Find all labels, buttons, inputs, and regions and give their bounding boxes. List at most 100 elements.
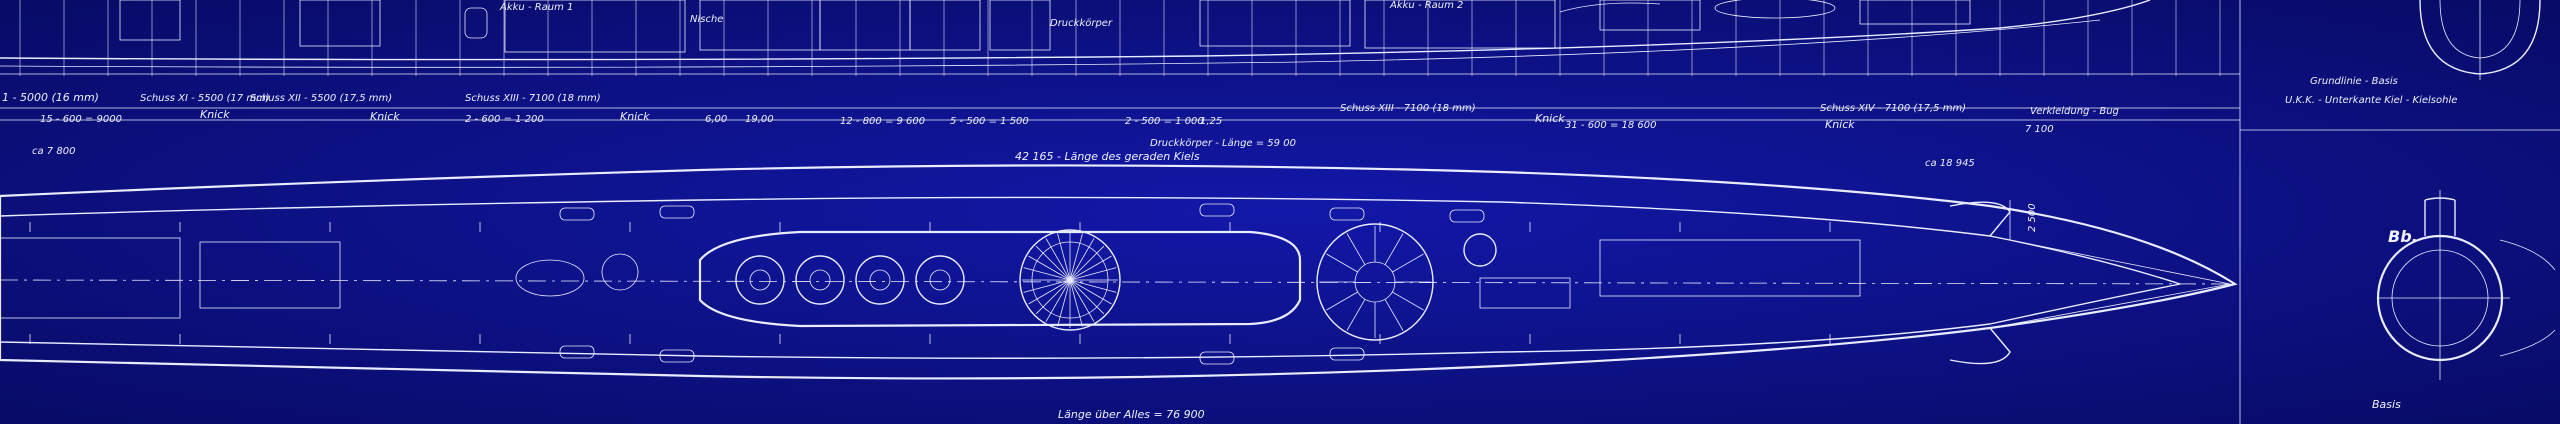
- knick-4: Knick: [1535, 112, 1565, 125]
- gun-spoke: [1069, 238, 1095, 281]
- conning-tower: [698, 230, 1302, 328]
- station-left: ca 7 800: [32, 146, 75, 157]
- dim-2: 2 - 600 = 1 200: [465, 114, 544, 125]
- knick-3: Knick: [620, 110, 650, 123]
- profile-keel-line: [0, 19, 2101, 68]
- tower-circle: [795, 255, 845, 305]
- dim-1: 15 - 600 = 9000: [40, 114, 122, 125]
- compartment: [1199, 0, 1351, 47]
- compartment: [1599, 0, 1701, 31]
- tower-profile: [1559, 2, 1661, 13]
- base-note: Grundlinie - Basis: [2310, 76, 2398, 87]
- aa-spoke: [1326, 253, 1358, 273]
- aa-spoke: [1384, 299, 1404, 331]
- compartment: [299, 0, 381, 47]
- gun-spoke: [1069, 233, 1083, 281]
- section-views: Bb. Basis: [2239, 0, 2560, 424]
- tower-circle-inner: [869, 269, 891, 291]
- scale-note: 1 - 5000 (16 mm): [2, 91, 99, 104]
- profile-hull-line: [0, 0, 2151, 61]
- shot-1-label: Schuss XI - 5500 (17 mm): [140, 93, 270, 104]
- dim-4: 19,00: [745, 114, 774, 125]
- deck-cleat: [559, 345, 595, 359]
- gun-spoke: [1069, 279, 1083, 327]
- battery-room-1: [504, 0, 686, 53]
- compartment-boxes: [119, 0, 1971, 51]
- compartment: [1859, 0, 1971, 25]
- battery-room-2: [1364, 0, 1556, 49]
- gun-spoke: [1069, 279, 1105, 315]
- deck-gun-profile: [1714, 0, 1836, 19]
- plan-view: Länge über Alles = 76 900 2 500: [0, 164, 2238, 421]
- compartment: [119, 0, 181, 41]
- deck-cleat: [1199, 351, 1235, 365]
- gun-spoke: [1023, 267, 1071, 281]
- deck-cleat: [659, 205, 695, 219]
- gun-spoke: [1069, 267, 1117, 281]
- gun-spoke: [1045, 279, 1071, 322]
- gun-spoke: [1028, 255, 1071, 281]
- label-akku-1: Akku - Raum 1: [499, 2, 573, 13]
- stern-machinery: [0, 237, 181, 319]
- bow-outline: [1989, 235, 2231, 329]
- section-base: Basis: [2372, 398, 2401, 411]
- dim-7: 2 - 500 = 1 000: [1125, 116, 1204, 127]
- deck-cleat: [1199, 203, 1235, 217]
- dim-8: 1,25: [1200, 116, 1222, 127]
- dim-5: 12 - 800 = 9 600: [840, 116, 925, 127]
- tower-circle: [735, 255, 785, 305]
- tower-circle-inner: [929, 269, 951, 291]
- gun-spoke: [1045, 238, 1071, 281]
- aa-spoke: [1346, 233, 1366, 265]
- galley-hatch: [515, 259, 585, 297]
- deck-cleat: [1329, 347, 1365, 361]
- aa-spoke: [1392, 291, 1424, 311]
- gun-ring: [1019, 229, 1121, 331]
- torpedo-deck: [1599, 239, 1861, 297]
- aa-ring: [1316, 223, 1434, 341]
- deck-fittings: [29, 203, 1831, 365]
- dim-9: 31 - 600 = 18 600: [1565, 120, 1657, 131]
- tower-circle-inner: [809, 269, 831, 291]
- yard-note: U.K.K. - Unterkante Kiel - Kielsohle: [2285, 95, 2457, 106]
- overall-length-label: Länge über Alles = 76 900: [1058, 408, 1205, 421]
- gun-spoke: [1023, 279, 1071, 293]
- pressure-hull-length: Druckkörper - Länge = 59 00: [1150, 138, 1296, 149]
- hatch-forward: [1463, 233, 1497, 267]
- keel-length-label: 42 165 - Länge des geraden Kiels: [1015, 150, 1200, 163]
- deck-cleat: [559, 207, 595, 221]
- compartment: [909, 0, 981, 51]
- stern-housing: [199, 241, 341, 309]
- hatch-aft: [601, 253, 639, 291]
- label-nische: Nische: [690, 14, 723, 25]
- knick-1: Knick: [200, 108, 230, 121]
- section-ballast: [2499, 239, 2556, 357]
- shot-2-label: Schuss XII - 5500 (17,5 mm): [250, 93, 392, 104]
- gun-spoke: [1057, 279, 1071, 327]
- gun-spoke: [1057, 233, 1071, 281]
- shot-4-label: Schuss XIV - 7100 (17,5 mm): [1820, 103, 1966, 114]
- dim-10: 7 100: [2025, 124, 2054, 135]
- tower-circles: [735, 255, 965, 305]
- gun-spoke: [1069, 255, 1112, 281]
- section-label: Bb.: [2388, 227, 2418, 246]
- dim-3: 6,00: [705, 114, 727, 125]
- knick-5: Knick: [1825, 118, 1855, 131]
- gun-spoke: [1035, 245, 1071, 281]
- compartment: [989, 0, 1051, 51]
- gun-spoke: [1069, 279, 1112, 305]
- gun-spoke: [1069, 279, 1095, 322]
- deck-cleat: [1329, 207, 1365, 221]
- gun-spoke: [1069, 245, 1105, 281]
- bow-dimension: 2 500: [2027, 203, 2038, 232]
- label-akku-2: Akku - Raum 2: [1389, 0, 1463, 11]
- station-right: ca 18 945: [1925, 158, 1975, 169]
- shot-3-label: Schuss XIII - 7100 (18 mm): [465, 93, 601, 104]
- aa-spoke: [1326, 291, 1358, 311]
- aa-spoke: [1346, 299, 1366, 331]
- shot-3b-label: Schuss XIII - 7100 (18 mm): [1340, 103, 1476, 114]
- label-druckkoerper: Druckkörper: [1050, 18, 1113, 29]
